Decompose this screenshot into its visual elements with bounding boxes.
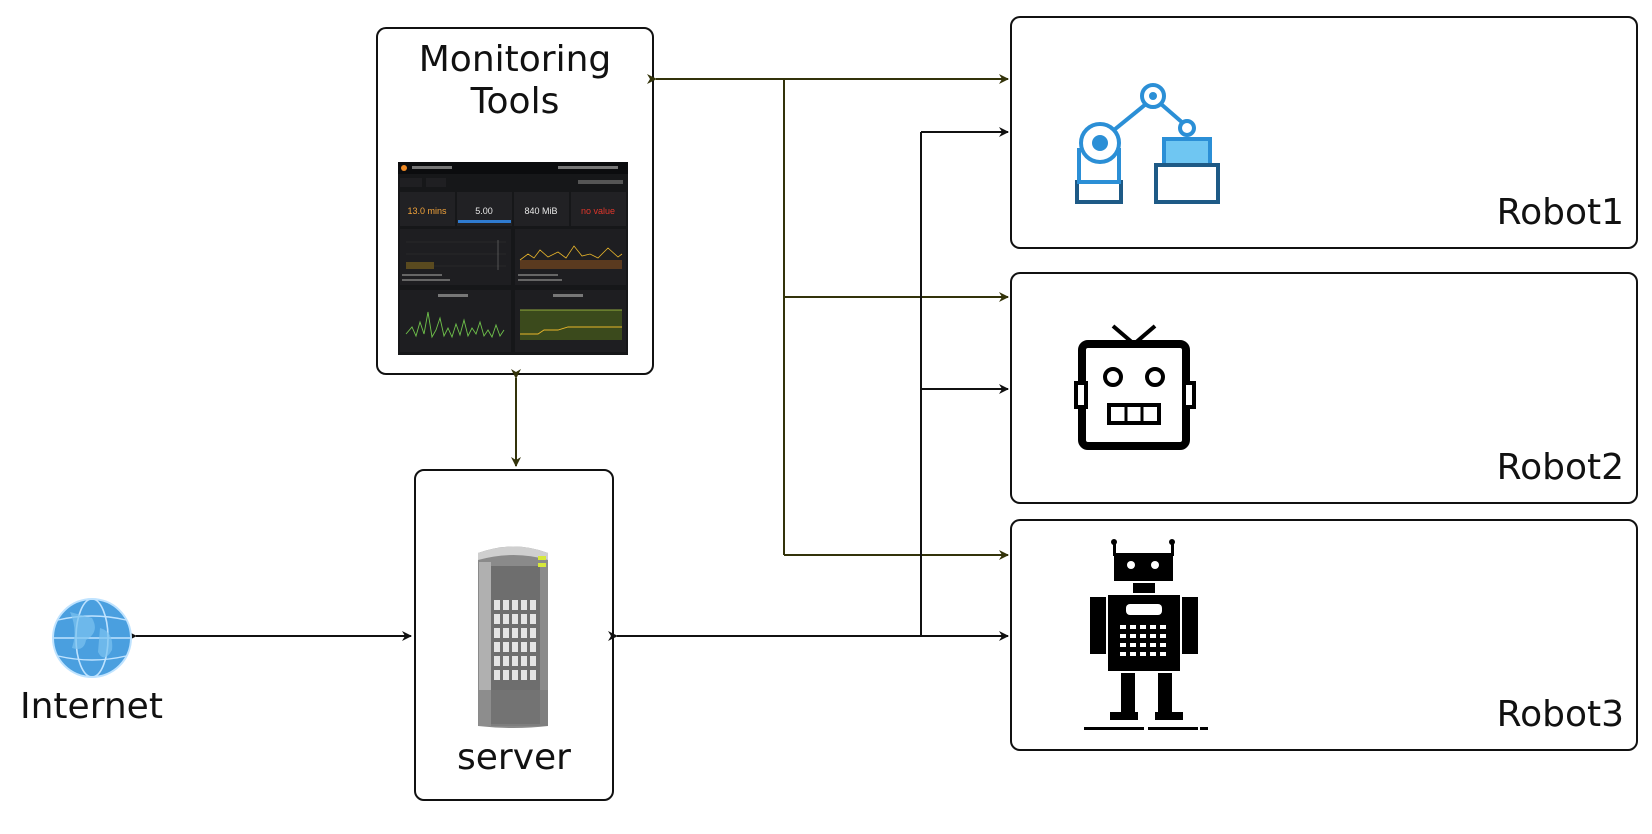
internet-label: Internet — [20, 686, 163, 727]
server-label: server — [457, 737, 571, 778]
robot-arm-icon — [1075, 83, 1220, 204]
robot-figure-icon — [1084, 539, 1208, 730]
server-links — [127, 127, 1009, 641]
robot2-label: Robot2 — [1496, 447, 1624, 488]
robot3-label: Robot3 — [1496, 694, 1624, 735]
stat-load: 5.00 — [475, 206, 493, 216]
dashboard-thumbnail: 13.0 mins 5.00 840 MiB no value — [398, 162, 628, 355]
globe-icon — [52, 598, 132, 678]
monitoring-tools-title: Monitoring Tools — [418, 39, 612, 122]
server-tower-icon — [478, 546, 548, 728]
monitoring-links — [511, 74, 1009, 560]
stat-novalue: no value — [581, 206, 615, 216]
stat-memory: 840 MiB — [524, 206, 557, 216]
stat-uptime: 13.0 mins — [407, 206, 447, 216]
robot-head-icon — [1074, 324, 1196, 450]
robot1-label: Robot1 — [1496, 192, 1624, 233]
